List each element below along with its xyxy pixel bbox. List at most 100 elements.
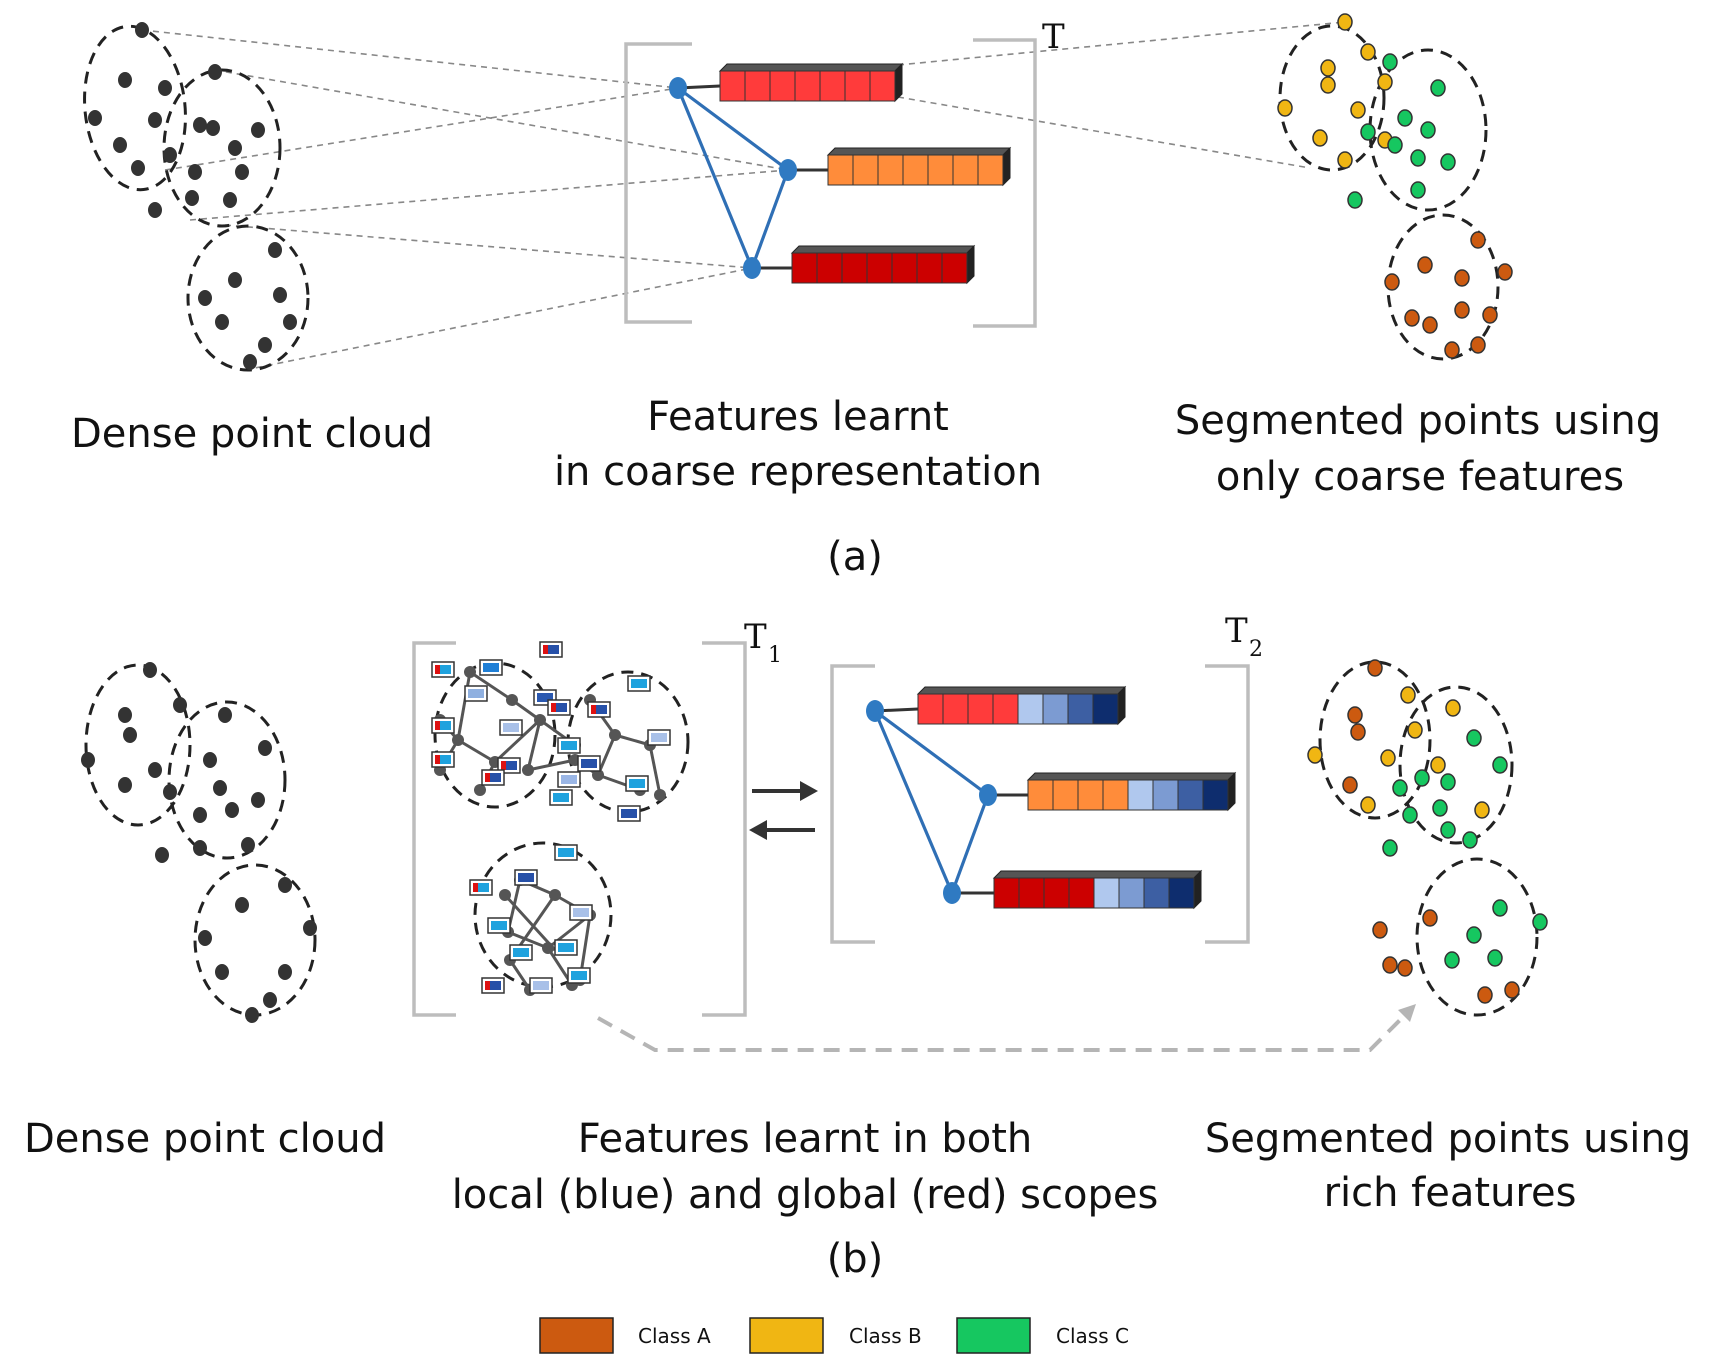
mini-feature-fill	[558, 848, 574, 857]
vector-cell	[1093, 877, 1120, 909]
cloud-point	[118, 777, 132, 793]
cloud-point	[235, 897, 249, 913]
segmented-point-class-a	[1504, 981, 1520, 999]
vector-cell	[869, 70, 896, 102]
segmented-point-class-c	[1387, 136, 1403, 154]
caption-right-b-2: rich features	[1324, 1170, 1577, 1216]
mini-feature-accent	[543, 645, 548, 654]
mini-feature-fill	[537, 693, 553, 702]
local-node	[452, 734, 464, 746]
mini-feature-fill	[483, 663, 499, 672]
caption-middle-a-2: in coarse representation	[554, 449, 1042, 495]
segmented-point-class-b	[1430, 756, 1446, 774]
cloud-point	[213, 780, 227, 796]
mini-feature-fill	[435, 755, 451, 764]
cloud-point	[245, 1007, 259, 1023]
coarse-graph-a	[676, 86, 790, 269]
vector-cell	[1077, 779, 1104, 811]
cloud-point	[228, 140, 242, 156]
vector-top	[718, 63, 904, 72]
vector-side	[1117, 685, 1126, 726]
mini-feature-fill	[513, 948, 529, 957]
segmented-point-class-c	[1414, 769, 1430, 787]
cloud-point	[173, 697, 187, 713]
mini-feature-fill	[558, 943, 574, 952]
vector-cell	[941, 252, 968, 284]
cloud-point	[155, 847, 169, 863]
segmented-points-b	[1307, 659, 1548, 1004]
segmented-point-class-c	[1466, 926, 1482, 944]
segmented-point-class-b	[1307, 746, 1323, 764]
cloud-point	[143, 662, 157, 678]
segmented-point-class-a	[1397, 959, 1413, 977]
cloud-point	[258, 740, 272, 756]
cloud-point	[118, 707, 132, 723]
vector-cell	[1127, 779, 1154, 811]
cloud-point	[273, 287, 287, 303]
segmented-point-class-b	[1277, 99, 1293, 117]
mini-feature-fill	[573, 908, 589, 917]
vector-cell	[769, 70, 796, 102]
vector-cell	[852, 154, 879, 186]
vector-cell	[819, 70, 846, 102]
segmented-point-class-c	[1466, 729, 1482, 747]
vector-cell	[1042, 693, 1069, 725]
global-bracket-b	[830, 664, 1250, 944]
vector-side	[966, 244, 975, 285]
segmented-point-class-c	[1392, 779, 1408, 797]
mini-feature-fill	[561, 741, 577, 750]
segmented-point-class-c	[1360, 123, 1376, 141]
segmented-point-class-c	[1382, 53, 1398, 71]
exchange-arrows	[749, 781, 818, 840]
mini-feature-fill	[533, 981, 549, 990]
panel-label-a: (a)	[827, 534, 883, 580]
cloud-point	[81, 752, 95, 768]
vector-cell	[719, 70, 746, 102]
cloud-point	[148, 762, 162, 778]
legend-label-class-c: Class C	[1056, 1324, 1129, 1348]
local-node	[534, 714, 546, 726]
local-edge	[648, 744, 662, 796]
vector-cell	[916, 252, 943, 284]
global-graph-b	[873, 709, 990, 894]
t2-label: T	[1225, 611, 1248, 651]
segmented-point-class-c	[1532, 913, 1548, 931]
caption-middle-b-1: Features learnt in both	[578, 1116, 1033, 1162]
mini-feature-accent	[435, 665, 440, 674]
segmented-point-class-a	[1422, 316, 1438, 334]
mini-feature-fill	[591, 705, 607, 714]
vector-side	[1002, 146, 1011, 187]
panel-b: T 1 T 2	[24, 611, 1691, 1282]
cloud-point	[163, 147, 177, 163]
segmented-point-class-a	[1417, 256, 1433, 274]
vector-cell	[1018, 877, 1045, 909]
vector-cell	[844, 70, 871, 102]
cloud-point	[148, 112, 162, 128]
projection-lines-a	[141, 21, 1346, 371]
segmented-point-class-c	[1410, 181, 1426, 199]
cloud-point	[218, 707, 232, 723]
cloud-point	[88, 110, 102, 126]
vector-cell	[1068, 877, 1095, 909]
segmented-point-class-a	[1382, 956, 1398, 974]
vector-cell	[1102, 779, 1129, 811]
segmented-point-class-c	[1420, 121, 1436, 139]
vector-top	[916, 686, 1127, 695]
segmented-point-class-b	[1337, 151, 1353, 169]
mini-feature-fill	[629, 779, 645, 788]
vector-cell	[1027, 779, 1054, 811]
segmented-point-class-a	[1444, 341, 1460, 359]
cloud-point	[148, 202, 162, 218]
segmented-point-class-a	[1470, 231, 1486, 249]
segmented-point-class-a	[1482, 306, 1498, 324]
cloud-point	[228, 272, 242, 288]
segmented-point-class-b	[1407, 721, 1423, 739]
skip-arrow	[597, 1013, 1407, 1052]
mini-feature-fill	[485, 981, 501, 990]
mini-feature-fill	[435, 721, 451, 730]
mini-feature-accent	[435, 721, 440, 730]
segmented-point-class-c	[1492, 899, 1508, 917]
vector-cell	[1202, 779, 1229, 811]
legend-swatch-class-c	[956, 1317, 1031, 1354]
local-node	[522, 764, 534, 776]
